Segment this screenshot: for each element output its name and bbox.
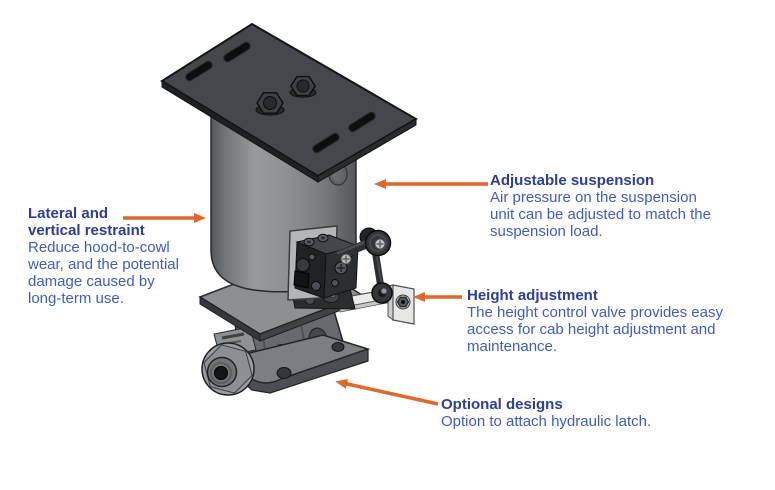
callout-adjustable-suspension-heading: Adjustable suspension (490, 172, 655, 189)
top-mounting-plate (160, 22, 418, 183)
hex-nut (289, 75, 317, 98)
callout-lateral-restraint: Lateral and vertical restraint Reduce ho… (28, 205, 228, 307)
callout-adjustable-suspension-body: Air pressure on the suspension unit can … (490, 189, 711, 240)
hex-nut (255, 92, 285, 116)
callout-arrow-optional-designs (335, 379, 439, 406)
callout-height-adjustment: Height adjustment The height control val… (467, 287, 767, 355)
height-control-valve (287, 225, 360, 301)
callout-optional-designs: Optional designs Option to attach hydrau… (441, 396, 731, 430)
valve-lever-linkage (332, 227, 393, 304)
callout-lateral-restraint-heading: Lateral and vertical restraint (28, 205, 145, 239)
callout-adjustable-suspension: Adjustable suspension Air pressure on th… (490, 172, 745, 240)
callout-height-adjustment-body: The height control valve provides easy a… (467, 304, 723, 355)
mounting-slot (185, 41, 376, 154)
callout-lateral-restraint-body: Reduce hood-to-cowl wear, and the potent… (28, 239, 179, 307)
callout-optional-designs-body: Option to attach hydraulic latch. (441, 413, 652, 430)
base-casting (201, 303, 371, 396)
callout-optional-designs-heading: Optional designs (441, 396, 563, 413)
callout-height-adjustment-heading: Height adjustment (467, 287, 598, 304)
